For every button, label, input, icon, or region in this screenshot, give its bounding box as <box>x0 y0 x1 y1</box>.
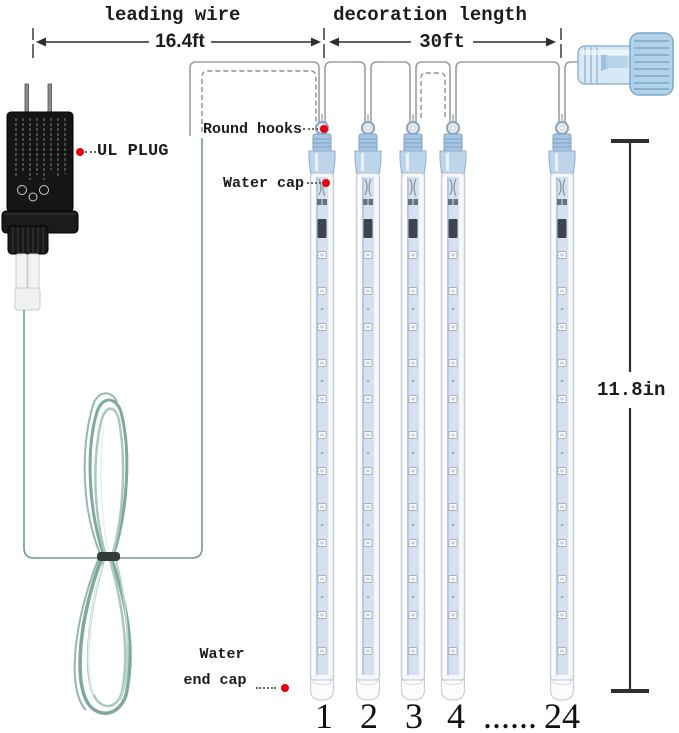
round-hooks-pointer-dot <box>320 125 328 133</box>
tube-number-ellipsis: ...... <box>483 696 537 733</box>
end-connector-illustration <box>577 32 674 96</box>
tube-number-3: 3 <box>405 696 423 733</box>
ul-plug-leader <box>85 151 96 153</box>
meteor-tube-5 <box>549 114 575 700</box>
leading-wire-arrow <box>36 37 321 47</box>
plug-prong <box>24 83 29 115</box>
decoration-length-title: decoration length <box>333 4 527 26</box>
water-end-cap-pointer-dot <box>281 684 289 692</box>
water-end-cap-label-line1: Water <box>199 646 245 663</box>
wire-tie <box>97 552 120 561</box>
folded-wire-dashed-box <box>201 70 317 132</box>
round-hooks-leader <box>303 128 318 130</box>
tube-length-value: 11.8in <box>597 379 666 401</box>
tube-length-marker <box>611 139 649 693</box>
water-cap-pointer-dot <box>322 179 330 187</box>
tube-number-last: 24 <box>544 696 580 733</box>
round-hooks-label: Round hooks <box>202 121 302 138</box>
connector-cap <box>629 32 674 96</box>
decoration-length-arrow <box>329 37 556 47</box>
certification-marks <box>17 185 49 202</box>
dimension-graphics <box>32 28 649 693</box>
tube-number-1: 1 <box>315 696 333 733</box>
water-cap-leader <box>307 182 321 184</box>
ul-plug-pointer-dot <box>76 148 84 156</box>
meteor-tube-1 <box>309 114 335 700</box>
tube-number-4: 4 <box>447 696 465 733</box>
water-end-cap-label-line2: end cap <box>183 672 247 689</box>
plug-prong <box>47 83 52 115</box>
meteor-tube-2 <box>355 114 381 700</box>
leading-wire-and-coil <box>23 138 203 715</box>
meteor-tube-4 <box>440 114 466 700</box>
hanging-wire-loops <box>189 61 584 136</box>
meteor-tubes <box>309 114 575 700</box>
leading-wire-title: leading wire <box>103 4 241 26</box>
water-end-cap-leader <box>256 687 276 689</box>
water-cap-label: Water cap <box>222 175 304 192</box>
leading-wire-value: 16.4ft <box>149 31 211 53</box>
meteor-tube-3 <box>400 114 426 700</box>
ul-plug-label: UL PLUG <box>97 142 169 161</box>
tube-number-2: 2 <box>360 696 378 733</box>
folded-wire-dashed-loop <box>420 72 446 118</box>
adapter-body <box>6 111 74 213</box>
power-adapter-illustration <box>1 83 79 311</box>
decoration-length-value: 30ft <box>414 31 470 53</box>
wire-hank <box>73 392 132 715</box>
